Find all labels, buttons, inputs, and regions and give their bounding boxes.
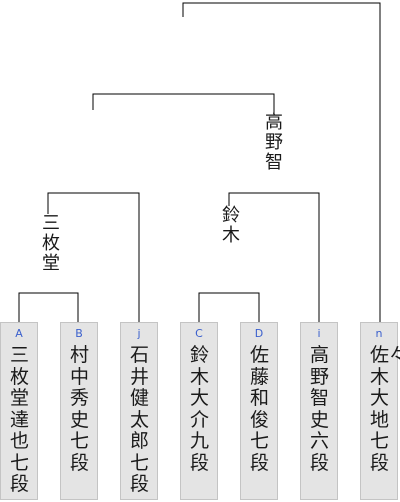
line-suzuki-i	[228, 192, 320, 322]
player-name-c: 鈴木大介九段	[190, 344, 210, 474]
player-box-b: B 村中秀史七段	[60, 322, 98, 500]
player-id-j: j	[137, 327, 141, 340]
line-a-b	[18, 292, 79, 322]
player-name-a: 三枚堂達也七段	[10, 344, 30, 495]
player-id-d: D	[254, 327, 264, 340]
player-name-j: 石井健太郎七段	[130, 344, 150, 495]
player-id-b: B	[75, 327, 83, 340]
line-sanmaido-j	[47, 192, 140, 322]
player-name-b: 村中秀史七段	[70, 344, 90, 474]
player-id-a: A	[15, 327, 23, 340]
player-box-j: j 石井健太郎七段	[120, 322, 158, 500]
player-box-i: i 高野智史六段	[300, 322, 338, 500]
line-final	[182, 2, 381, 322]
player-box-c: C 鈴木大介九段	[180, 322, 218, 500]
player-name-d: 佐藤和俊七段	[250, 344, 270, 474]
player-name-i: 高野智史六段	[310, 344, 330, 474]
player-id-c: C	[195, 327, 203, 340]
player-box-a: A 三枚堂達也七段	[0, 322, 38, 500]
player-name-n: 佐々木大地七段	[370, 344, 400, 474]
player-id-i: i	[317, 327, 321, 340]
winner-label-takano: 高野智	[263, 112, 285, 173]
player-box-d: D 佐藤和俊七段	[240, 322, 278, 500]
player-id-n: n	[375, 327, 383, 340]
player-box-n: n 佐々木大地七段	[360, 322, 400, 500]
winner-label-suzuki: 鈴木	[220, 205, 242, 246]
line-semifinal	[92, 93, 275, 113]
winner-label-sanmaido: 三枚堂	[40, 213, 62, 274]
line-c-d	[198, 292, 260, 322]
